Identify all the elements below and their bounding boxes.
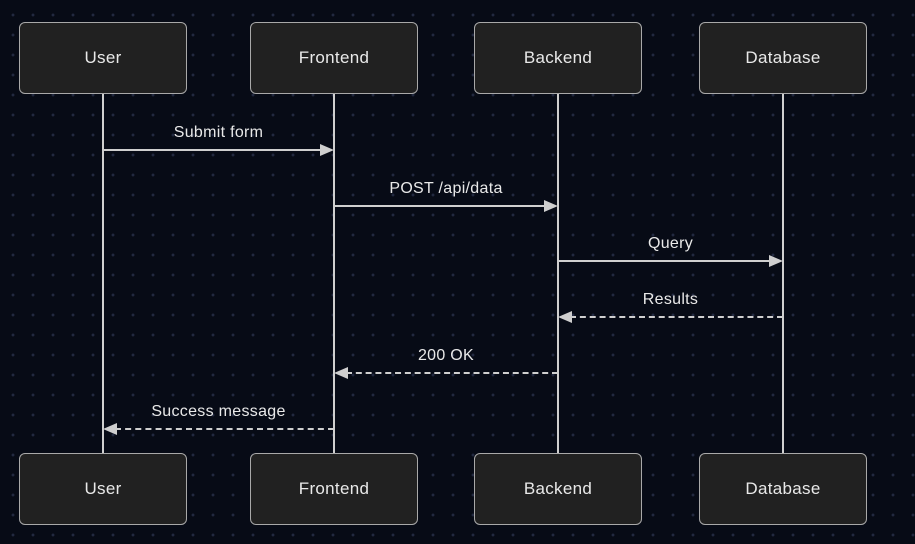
lifeline-user [102,94,104,453]
actor-box-bottom-database[interactable]: Database [699,453,867,525]
actor-box-top-user[interactable]: User [19,22,187,94]
message-arrowhead-left [103,423,117,435]
message-arrowhead-left [334,367,348,379]
lifeline-backend [557,94,559,453]
message-line [334,205,546,207]
actor-box-bottom-user[interactable]: User [19,453,187,525]
message-label: POST /api/data [389,180,503,197]
lifeline-frontend [333,94,335,453]
message-line [115,428,334,430]
message-label: Query [647,235,694,252]
actor-box-top-backend[interactable]: Backend [474,22,642,94]
message-line [570,316,783,318]
message-label: 200 OK [417,347,475,364]
message-arrowhead-right [320,144,334,156]
message-label: Success message [151,403,286,420]
actor-box-bottom-backend[interactable]: Backend [474,453,642,525]
message-line [346,372,558,374]
message-label: Results [642,291,699,308]
lifeline-database [782,94,784,453]
actor-box-top-frontend[interactable]: Frontend [250,22,418,94]
actor-box-top-database[interactable]: Database [699,22,867,94]
actor-box-bottom-frontend[interactable]: Frontend [250,453,418,525]
message-arrowhead-left [558,311,572,323]
message-line [558,260,771,262]
message-label: Submit form [173,124,264,141]
message-line [103,149,322,151]
message-arrowhead-right [544,200,558,212]
message-arrowhead-right [769,255,783,267]
